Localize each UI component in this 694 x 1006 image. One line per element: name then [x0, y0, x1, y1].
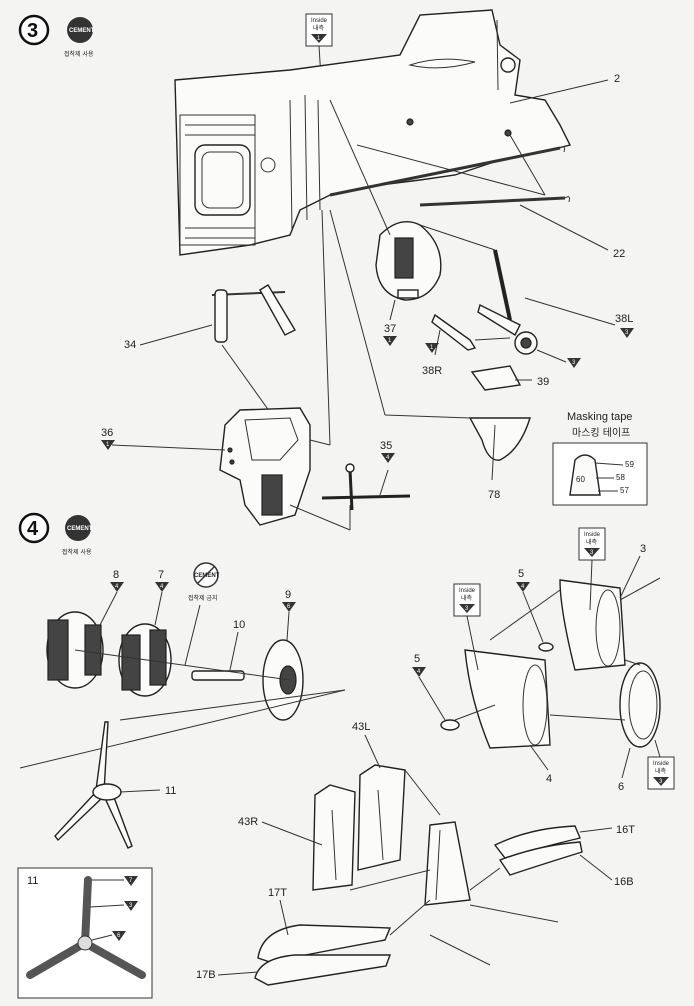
part-label-3: 3 [640, 543, 646, 555]
inside-tag-lower: Inside 내측 3 [453, 583, 481, 617]
seat-frame-part [211, 284, 296, 343]
step-3-number: 3 [27, 20, 38, 42]
part-label-9: 9 [285, 589, 291, 601]
gear-door-part [470, 365, 522, 391]
step-4-header: 4 CEMENT 접착제 사용 [18, 512, 93, 556]
tailwheel-fairing-part [468, 417, 531, 481]
no-cement-icon: CEMENT 접착제 금지 [188, 562, 220, 602]
inside-tag-text: Inside [653, 761, 670, 767]
part-label-5-upper: 5 [518, 568, 524, 580]
color-ref-7: 4 [160, 584, 164, 590]
color-ref-hub: 6 [117, 933, 121, 939]
inside-tag-fuselage: Inside 내측 1 [305, 13, 333, 47]
part-label-43L: 43L [352, 721, 370, 733]
part-label-2: 2 [614, 73, 620, 85]
small-part-5-upper [538, 642, 554, 652]
color-ref-5: 4 [417, 669, 421, 675]
part-label-38R: 38R [422, 365, 442, 377]
part-label-16T: 16T [616, 824, 635, 836]
part-label-8: 8 [113, 569, 119, 581]
part-label-10: 10 [233, 619, 245, 631]
color-ref-9: 6 [287, 604, 291, 610]
fuselage-half [174, 9, 572, 256]
part-label-34: 34 [124, 339, 136, 351]
inside-tag-ring: Inside 내측 3 [647, 756, 675, 790]
cockpit-tub-part [219, 407, 311, 526]
cement-note: 접착제 사용 [62, 548, 92, 556]
color-ref-36: 1 [106, 442, 110, 448]
cowling-upper-part [559, 579, 626, 671]
part-label-7: 7 [158, 569, 164, 581]
color-ref-38L: 3 [625, 330, 629, 336]
part-label-78: 78 [488, 489, 500, 501]
inside-tag-kr: 내측 [461, 594, 473, 602]
part-label-6: 6 [618, 781, 624, 793]
color-ref: 3 [659, 779, 663, 785]
part-label-5-lower: 5 [414, 653, 420, 665]
part-label-11: 11 [165, 785, 176, 797]
no-cement-label: CEMENT [194, 573, 220, 579]
part-label-22: 22 [613, 248, 625, 260]
tape-part: 57 [620, 486, 629, 495]
color-ref-37: 1 [388, 338, 392, 344]
landing-gear-leg-left [477, 249, 538, 355]
part-label-39: 39 [537, 376, 549, 388]
color-ref: 3 [590, 550, 594, 556]
elevator-part [493, 825, 583, 876]
part-label-36: 36 [101, 427, 113, 439]
part-label-16B: 16B [614, 876, 634, 888]
part-label-4: 4 [546, 773, 552, 785]
control-stick-part [321, 463, 411, 511]
inside-tag-kr: 내측 [586, 538, 598, 546]
part-label-35: 35 [380, 440, 392, 452]
color-ref-35: 4 [386, 455, 390, 461]
cowl-ring-part [619, 662, 661, 748]
propeller-shaft-part [191, 670, 245, 681]
rudder-right-part [312, 784, 356, 891]
tailplane-part [254, 924, 392, 986]
inside-tag-text: Inside [459, 588, 476, 594]
masking-tape-title: Masking tape [567, 411, 632, 423]
rudder-left-part [357, 764, 406, 871]
landing-gear-strut-right [431, 313, 477, 351]
color-ref-8: 4 [115, 584, 119, 590]
color-ref-blades: 3 [129, 903, 133, 909]
no-cement-note: 접착제 금지 [188, 594, 218, 602]
color-ref: 1 [317, 36, 321, 42]
tape-part: 58 [616, 473, 625, 482]
part-label-38L: 38L [615, 313, 633, 325]
inside-tag-text: Inside [311, 18, 328, 24]
color-ref-wheel: 3 [572, 360, 576, 366]
cement-note: 접착제 사용 [64, 50, 94, 58]
cowling-lower-part [464, 649, 551, 749]
color-ref-tips: 7 [129, 878, 133, 884]
part-label-43R: 43R [238, 816, 258, 828]
part-label-17B: 17B [196, 969, 216, 981]
cement-icon: CEMENT [67, 17, 95, 43]
tape-part: 60 [576, 475, 585, 484]
inside-tag-kr: 내측 [655, 767, 667, 775]
vertical-fin [424, 821, 471, 906]
gear-bay-part [375, 221, 442, 301]
color-ref-38R: 1 [430, 345, 434, 351]
part-label-17T: 17T [268, 887, 287, 899]
inside-tag-upper: Inside 내측 3 [578, 527, 606, 561]
propeller-color-inset: 11 7 3 6 [17, 867, 153, 999]
part-label-37: 37 [384, 323, 396, 335]
color-ref-5: 4 [521, 584, 525, 590]
step-4-number: 4 [27, 518, 39, 540]
tape-part: 59 [625, 460, 634, 469]
cement-icon-label: CEMENT [67, 526, 93, 532]
cement-icon-label: CEMENT [69, 28, 95, 34]
small-part-5-lower [440, 719, 460, 731]
masking-tape-title-kr: 마스킹 테이프 [572, 427, 630, 439]
inset-label-11: 11 [27, 875, 38, 887]
inside-tag-text: Inside [584, 532, 601, 538]
masking-tape-callout: Masking tape 마스킹 테이프 59 60 58 57 [552, 411, 648, 506]
propeller-part [54, 721, 133, 849]
color-ref: 3 [465, 606, 469, 612]
step-3-header: 3 CEMENT 접착제 사용 [18, 14, 95, 58]
inside-tag-kr: 내측 [313, 24, 325, 32]
